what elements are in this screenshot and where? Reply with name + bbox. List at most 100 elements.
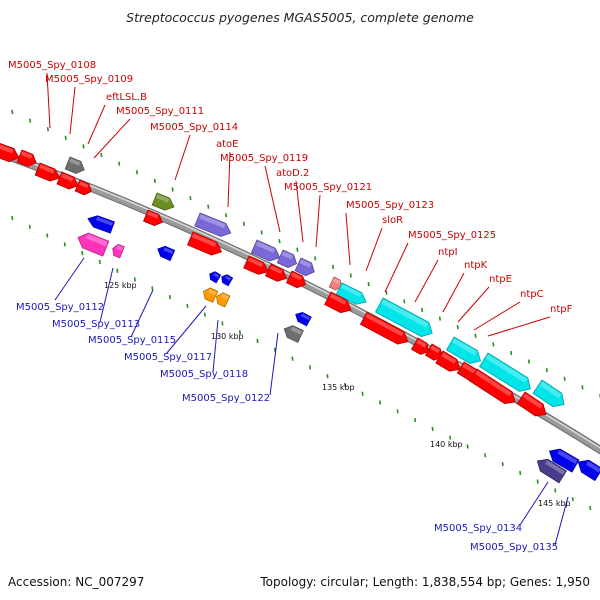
gene-label-top[interactable]: M5005_Spy_0111: [116, 106, 204, 117]
tick-dash-inner: [186, 303, 189, 308]
tick-dashes: [11, 109, 600, 511]
gene-label-top[interactable]: M5005_Spy_0119: [220, 153, 308, 164]
gene-red-forward[interactable]: [516, 391, 550, 420]
gene-gray-reverse[interactable]: [282, 323, 304, 343]
gene-label-top[interactable]: M5005_Spy_0109: [45, 74, 133, 85]
gene-label-top[interactable]: atoD.2: [276, 168, 309, 179]
scale-tick-label: 145 kbp: [538, 499, 571, 508]
tick-dash-inner: [203, 312, 206, 317]
gene-cyan-forward[interactable]: [374, 297, 435, 340]
tick-dash-outer: [242, 221, 245, 226]
gene-blue-reverse[interactable]: [220, 273, 234, 287]
gene-label-bottom[interactable]: M5005_Spy_0117: [124, 352, 212, 363]
gene-purple-forward[interactable]: [276, 249, 299, 270]
gene-red-forward[interactable]: [324, 291, 355, 316]
gene-salmon-forward[interactable]: [328, 276, 344, 292]
gene-label-top[interactable]: M5005_Spy_0121: [284, 182, 372, 193]
gene-cyan-forward[interactable]: [445, 336, 485, 367]
tick-dash-outer: [314, 256, 317, 261]
leader-line: [365, 227, 383, 272]
gene-cyan-forward[interactable]: [532, 379, 568, 411]
gene-red-forward[interactable]: [56, 171, 80, 192]
tick-dash-outer: [135, 170, 139, 175]
tick-dash-inner: [168, 294, 171, 300]
tick-dash-outer: [545, 368, 548, 373]
gene-label-bottom[interactable]: M5005_Spy_0134: [434, 523, 522, 534]
gene-blue-reverse[interactable]: [156, 244, 176, 262]
gene-red-forward[interactable]: [187, 231, 225, 258]
gene-label-top[interactable]: eftLSL.B: [106, 92, 147, 103]
gene-label-top[interactable]: M5005_Spy_0123: [346, 200, 434, 211]
gene-label-bottom[interactable]: M5005_Spy_0135: [470, 542, 558, 553]
gene-label-top[interactable]: ntpF: [550, 304, 573, 315]
gene-purple-forward[interactable]: [250, 239, 282, 264]
tick-dash-outer: [64, 135, 67, 140]
gene-label-top[interactable]: ntpK: [464, 260, 488, 271]
gene-magenta-reverse[interactable]: [111, 243, 125, 259]
gene-red-forward[interactable]: [74, 179, 94, 197]
gene-purple-forward[interactable]: [294, 257, 317, 278]
leader-line: [345, 212, 351, 266]
gene-label-bottom[interactable]: M5005_Spy_0112: [16, 302, 104, 313]
tick-dash-outer: [278, 238, 281, 244]
gene-label-top[interactable]: sloR: [382, 215, 403, 226]
scale-tick-label: 125 kbp: [104, 281, 137, 290]
gene-red-forward[interactable]: [468, 368, 519, 408]
gene-blue-reverse[interactable]: [86, 213, 115, 234]
tick-dash-inner: [116, 268, 119, 273]
leader-line: [212, 319, 219, 373]
gene-label-top[interactable]: M5005_Spy_0114: [150, 122, 238, 133]
tick-dash-inner: [238, 330, 241, 335]
gene-label-top[interactable]: atoE: [216, 139, 239, 150]
gene-label-top[interactable]: ntpI: [438, 247, 458, 258]
leader-line: [442, 272, 465, 313]
tick-dash-outer: [171, 187, 174, 192]
gene-purple-forward[interactable]: [194, 212, 234, 239]
gene-label-bottom[interactable]: M5005_Spy_0122: [182, 393, 270, 404]
gene-blue-reverse[interactable]: [546, 445, 580, 473]
gene-red-forward[interactable]: [142, 209, 165, 228]
gene-red-forward[interactable]: [16, 149, 39, 169]
gene-label-bottom[interactable]: M5005_Spy_0118: [160, 369, 248, 380]
gene-label-top[interactable]: M5005_Spy_0125: [408, 230, 496, 241]
leader-line: [165, 305, 207, 355]
tick-dash-outer: [527, 359, 531, 364]
gene-darkslate-reverse[interactable]: [534, 455, 567, 484]
gene-label-bottom[interactable]: M5005_Spy_0113: [52, 319, 140, 330]
tick-dash-outer: [11, 109, 14, 115]
tick-dash-outer: [581, 385, 584, 390]
tick-dash-inner: [361, 391, 364, 396]
gene-magenta-reverse[interactable]: [75, 230, 110, 257]
gene-label-top[interactable]: ntpC: [520, 289, 544, 300]
gene-red-forward[interactable]: [285, 270, 309, 290]
gene-red-forward[interactable]: [435, 350, 464, 375]
gene-red-forward[interactable]: [424, 343, 445, 363]
backbone-highlight: [0, 150, 600, 449]
gene-blue-reverse[interactable]: [575, 456, 600, 482]
gene-olive-forward[interactable]: [151, 192, 176, 213]
gene-red-forward[interactable]: [264, 263, 290, 284]
gene-blue-reverse[interactable]: [208, 270, 222, 284]
gene-label-bottom[interactable]: M5005_Spy_0115: [88, 335, 176, 346]
gene-red-forward[interactable]: [243, 255, 271, 278]
gene-red-forward[interactable]: [0, 141, 21, 164]
gene-blue-reverse[interactable]: [293, 310, 312, 327]
tick-dash-inner: [28, 224, 31, 229]
gene-orange-reverse[interactable]: [214, 291, 231, 308]
leader-line: [93, 118, 131, 159]
gene-label-top[interactable]: M5005_Spy_0108: [8, 60, 96, 71]
gene-label-top[interactable]: ntpE: [489, 274, 512, 285]
label-leaders: [46, 72, 569, 546]
gene-cyan-forward[interactable]: [478, 352, 535, 396]
tick-dash-inner: [221, 321, 224, 326]
tick-dash-outer: [403, 299, 406, 304]
tick-dash-inner: [11, 215, 14, 221]
tick-dash-inner: [151, 286, 154, 291]
gene-orange-reverse[interactable]: [201, 286, 219, 303]
leader-line: [384, 242, 409, 293]
gene-gray-forward[interactable]: [64, 156, 87, 176]
gene-red-forward[interactable]: [359, 311, 411, 348]
gene-cyan-forward[interactable]: [335, 282, 369, 308]
gene-red-forward[interactable]: [410, 337, 432, 357]
gene-red-forward[interactable]: [34, 162, 62, 184]
